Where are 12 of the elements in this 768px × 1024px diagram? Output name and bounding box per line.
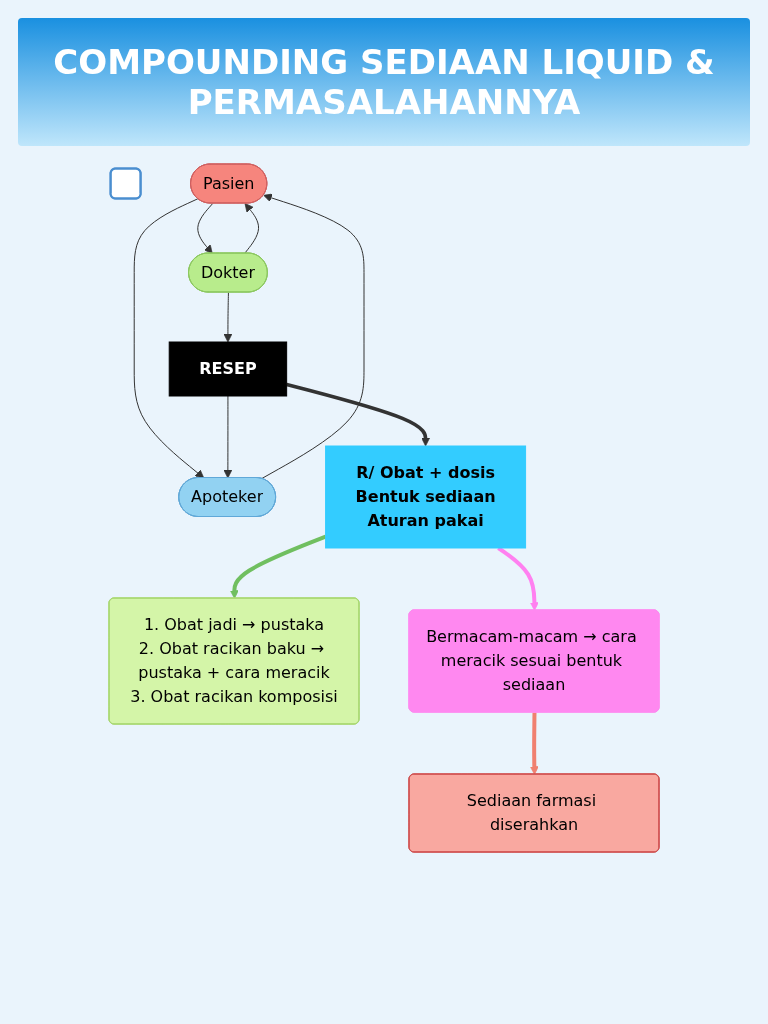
arrow <box>286 382 430 447</box>
arrow <box>261 193 365 480</box>
arrow <box>244 203 260 254</box>
arrow <box>529 712 539 775</box>
arrow <box>229 534 327 599</box>
arrow <box>197 203 214 254</box>
arrow <box>223 395 233 479</box>
arrow <box>133 198 205 479</box>
arrow <box>223 292 233 343</box>
node-box: R/ Obat + dosis Bentuk sediaan Aturan pakai <box>325 445 527 549</box>
node-box: RESEP <box>168 341 288 397</box>
slide-title: COMPOUNDING SEDIAAN LIQUID & PERMASALAHANNYA <box>18 18 750 146</box>
